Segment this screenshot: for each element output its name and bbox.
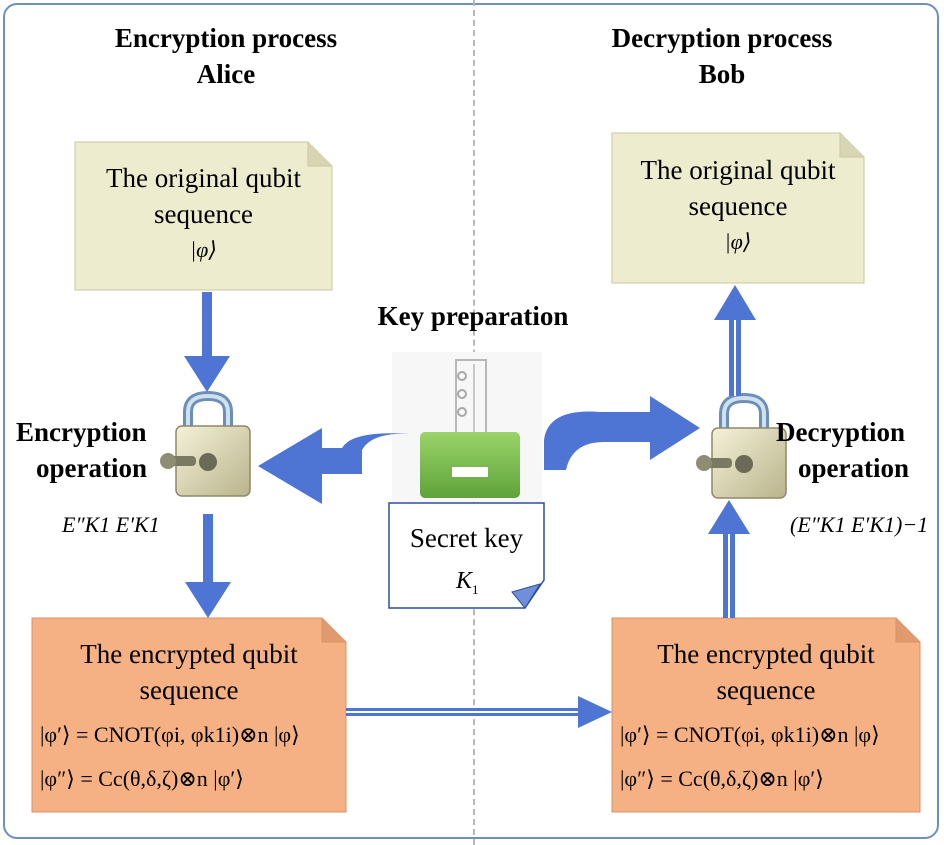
original-box-left <box>74 141 333 291</box>
encrypted-left-eq2: |φ″⟩ = Cc(θ,δ,ζ)⊗n |φ′⟩ <box>40 766 244 791</box>
secret-key-symbol: K1 <box>456 568 479 598</box>
lock-icon-decryption <box>696 392 787 499</box>
arrow-encryption-to-encrypted <box>185 514 231 618</box>
original-box-right-text: The original qubit sequence |φ⟩ <box>612 152 864 260</box>
encrypted-left-line2: sequence <box>139 675 239 705</box>
encryption-process-title: Encryption process <box>114 23 338 53</box>
original-left-line2: sequence <box>154 199 253 229</box>
encryption-process-header: Encryption process Alice <box>76 20 376 92</box>
encrypted-right-line1: The encrypted qubit <box>657 639 875 669</box>
secret-key-label: Secret key <box>409 523 524 553</box>
decryption-operator: (E″K1 E′K1)−1 <box>790 512 929 537</box>
original-left-state: |φ⟩ <box>190 237 217 262</box>
decryption-process-title: Decryption process <box>611 23 833 53</box>
lock-icon-encryption <box>160 390 251 497</box>
alice-label: Alice <box>196 59 256 89</box>
arrow-original-to-encryption <box>184 292 230 392</box>
secret-key-symbol-K: K <box>456 568 473 594</box>
outer-frame <box>3 3 939 839</box>
encrypted-left-eq1: |φ′⟩ = CNOT(φi, φk1i)⊗n |φ⟩ <box>40 722 300 747</box>
arrow-key-to-encryption <box>258 428 410 504</box>
encrypted-right-eq2: |φ″⟩ = Cc(θ,δ,ζ)⊗n |φ′⟩ <box>620 766 824 791</box>
original-right-line2: sequence <box>688 191 788 221</box>
arrow-transmit <box>346 696 612 728</box>
encryption-label-line1: Encryption <box>16 417 147 447</box>
encryption-operator: E″K1 E′K1 <box>62 512 160 537</box>
decryption-label-line2: operation <box>798 453 909 483</box>
original-left-line1: The original qubit <box>106 163 301 193</box>
encrypted-box-left <box>31 617 347 813</box>
encryption-label-line2: operation <box>36 453 147 483</box>
key-preparation-label: Key preparation <box>377 301 569 331</box>
encryption-operation-label: Encryption operation <box>16 414 147 486</box>
encrypted-box-right <box>611 617 921 813</box>
arrow-key-to-decryption <box>544 396 700 470</box>
encrypted-right-eq1: |φ′⟩ = CNOT(φi, φk1i)⊗n |φ⟩ <box>620 722 880 747</box>
decryption-process-header: Decryption process Bob <box>572 20 872 92</box>
original-box-right <box>611 132 865 284</box>
encrypted-left-line1: The encrypted qubit <box>80 639 298 669</box>
arrow-encrypted-to-decryption <box>708 500 750 618</box>
encrypted-box-right-text: The encrypted qubit sequence <box>612 636 920 708</box>
original-box-left-text: The original qubit sequence |φ⟩ <box>75 160 332 268</box>
secret-key-symbol-sub: 1 <box>472 582 479 597</box>
decryption-operation-label: Decryption operation <box>776 414 909 486</box>
original-right-state: |φ⟩ <box>724 229 752 254</box>
encrypted-right-line2: sequence <box>716 675 816 705</box>
arrow-decryption-to-original <box>714 285 756 396</box>
decryption-label-line1: Decryption <box>776 417 905 447</box>
encrypted-box-left-text: The encrypted qubit sequence <box>32 636 346 708</box>
secret-key-note <box>388 502 545 609</box>
key-icon <box>392 352 542 502</box>
original-right-line1: The original qubit <box>640 155 836 185</box>
bob-label: Bob <box>698 59 746 89</box>
